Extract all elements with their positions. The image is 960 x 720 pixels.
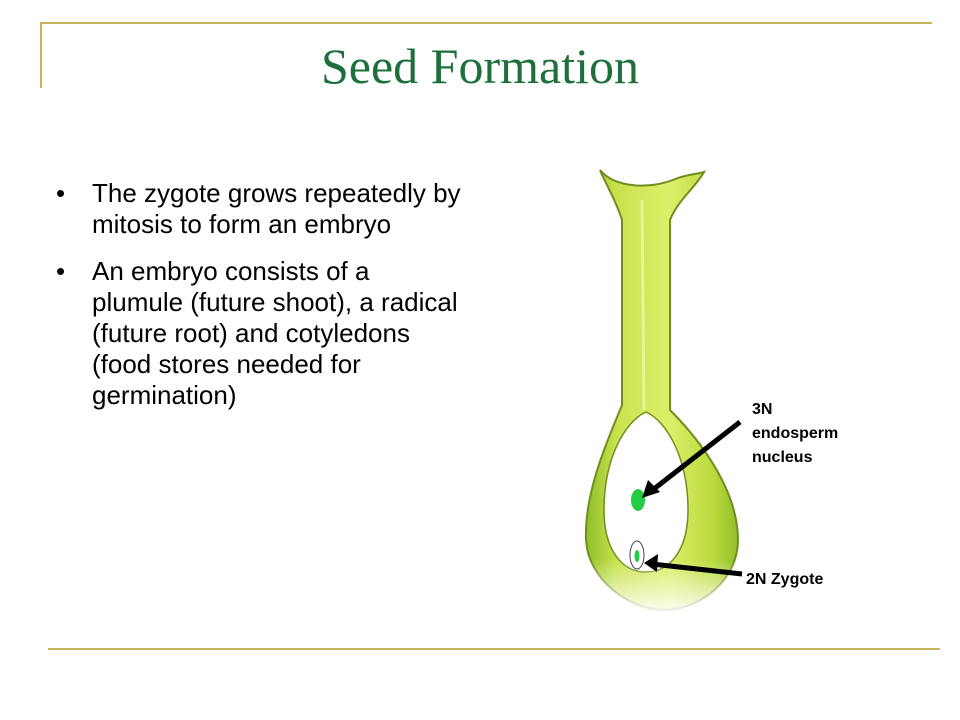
endosperm-label-line: endosperm [752, 425, 839, 442]
endosperm-label-line: 3N [752, 401, 773, 418]
arrow-icon [651, 561, 743, 577]
bottom-rule [48, 648, 940, 650]
ovule-diagram [580, 169, 750, 615]
bullet-text: The zygote grows repeatedly by mitosis t… [92, 178, 461, 239]
arrow-icon [648, 420, 742, 494]
top-rule [40, 22, 932, 24]
bullet-item: • An embryo consists of a plumule (futur… [56, 256, 466, 411]
zygote-nucleus [634, 550, 640, 562]
bullet-text: An embryo consists of a plumule (future … [92, 256, 458, 410]
bullet-marker: • [56, 256, 66, 286]
bullet-item: • The zygote grows repeatedly by mitosis… [56, 178, 466, 240]
bullet-list: • The zygote grows repeatedly by mitosis… [56, 178, 466, 427]
endosperm-label: 3N endosperm nucleus [752, 398, 872, 470]
arrow-icon [644, 554, 658, 572]
left-rule [40, 22, 42, 88]
endosperm-nucleus [631, 489, 645, 511]
pollen-tube-line [640, 199, 646, 411]
bottom-fade [580, 560, 750, 615]
slide-title: Seed Formation [320, 38, 640, 94]
zygote-label: 2N Zygote [746, 571, 824, 588]
arrow-icon [642, 480, 660, 498]
bullet-marker: • [56, 178, 66, 208]
endosperm-label-line: nucleus [752, 449, 813, 466]
